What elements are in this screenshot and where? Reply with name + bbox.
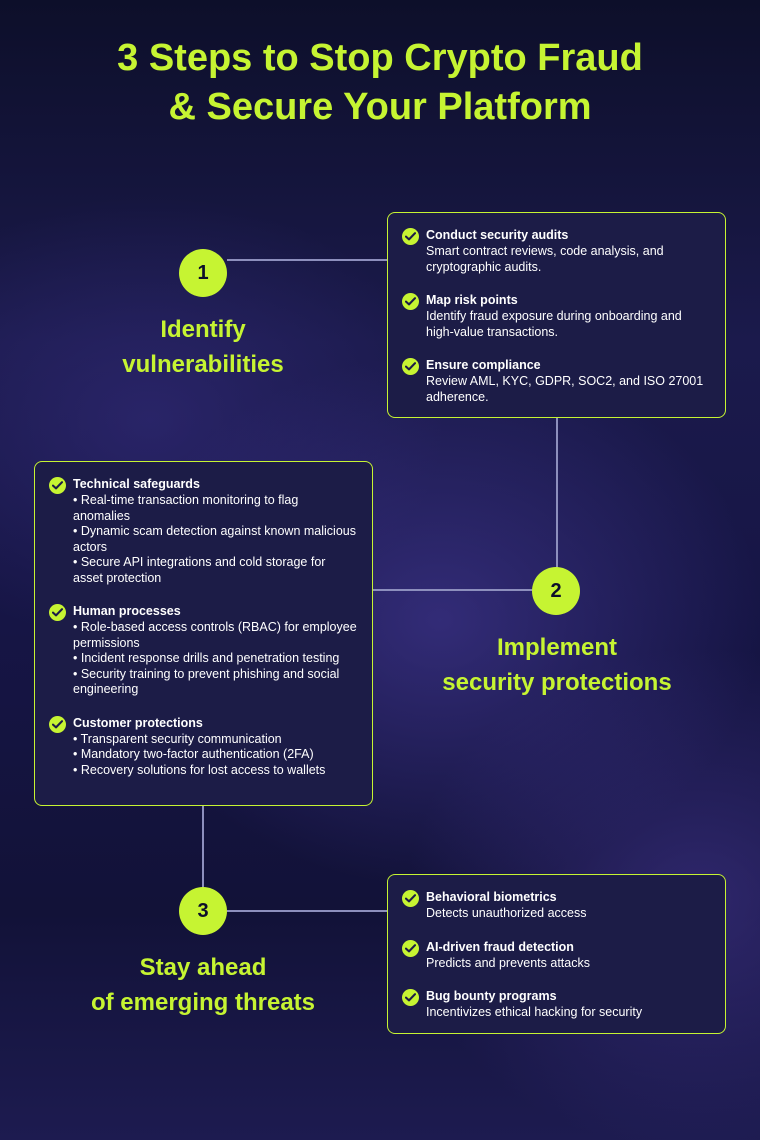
item-title: Bug bounty programs [426,989,557,1003]
step-number-badge: 2 [532,567,580,615]
list-item: AI-driven fraud detection Predicts and p… [402,939,711,972]
step-2-card: Technical safeguards • Real-time transac… [34,461,373,806]
list-item: Human processes • Role-based access cont… [49,603,358,698]
connector-card2-step3 [202,805,204,888]
item-description: Identify fraud exposure during onboardin… [426,309,682,339]
bullet-text: • Dynamic scam detection against known m… [73,524,356,554]
step-1-title-line-1: Identify [160,316,246,343]
step-3-card: Behavioral biometrics Detects unauthoriz… [387,874,726,1034]
item-title: AI-driven fraud detection [426,939,574,954]
item-description: Incentivizes ethical hacking for securit… [426,1005,643,1019]
bullet-text: • Recovery solutions for lost access to … [73,762,326,777]
check-circle-icon [402,989,419,1006]
step-1-card: Conduct security audits Smart contract r… [387,212,726,418]
page-title: 3 Steps to Stop Crypto Fraud & Secure Yo… [0,34,760,132]
list-item: Customer protections • Transparent secur… [49,715,358,779]
item-description: Smart contract reviews, code analysis, a… [426,244,664,274]
item-title: Customer protections [73,715,203,730]
item-title: Ensure compliance [426,358,541,372]
check-circle-icon [402,358,419,375]
connector-step2-card [371,589,533,591]
connector-card1-step2 [556,417,558,568]
bullet-text: • Security training to prevent phishing … [73,666,340,697]
item-title: Human processes [73,604,181,618]
step-3-title-line-1: Stay ahead [139,954,267,981]
item-title: Conduct security audits [426,228,569,242]
step-2-title-line-1: Implement [496,634,618,661]
step-2-title: Implement security protections [410,630,704,700]
bullet-text: • Transparent security communication [73,731,282,746]
check-circle-icon [402,890,419,907]
bullet-text: • Role-based access controls (RBAC) for … [73,620,357,650]
check-circle-icon [49,477,66,494]
list-item: Bug bounty programs Incentivizes ethical… [402,988,711,1021]
step-2-title-line-2: security protections [442,669,672,696]
item-title: Map risk points [426,293,518,307]
list-item: Ensure compliance Review AML, KYC, GDPR,… [402,357,711,405]
bullet-text: • Real-time transaction monitoring to fl… [73,493,299,523]
title-line-2: & Secure Your Platform [168,86,592,128]
item-title: Behavioral biometrics [426,890,557,904]
item-title: Technical safeguards [73,477,200,491]
check-circle-icon [402,939,419,957]
connector-step1-card [227,259,388,261]
item-description: Review AML, KYC, GDPR, SOC2, and ISO 270… [426,374,704,404]
check-circle-icon [402,228,419,245]
step-1-title-line-2: vulnerabilities [122,351,284,378]
list-item: Technical safeguards • Real-time transac… [49,476,358,586]
list-item: Behavioral biometrics Detects unauthoriz… [402,889,711,922]
item-description: Detects unauthorized access [426,906,587,920]
step-3-title-line-2: of emerging threats [90,989,316,1016]
step-1-title: Identify vulnerabilities [80,312,326,382]
bullet-text: • Incident response drills and penetrati… [73,651,340,665]
bullet-text: • Mandatory two-factor authentication (2… [73,747,314,761]
check-circle-icon [402,293,419,310]
list-item: Conduct security audits Smart contract r… [402,227,711,275]
list-item: Map risk points Identify fraud exposure … [402,292,711,340]
check-circle-icon [49,604,66,621]
connector-step3-card [227,910,388,912]
title-line-1: 3 Steps to Stop Crypto Fraud [117,37,643,79]
step-number-badge: 3 [179,887,227,935]
step-3-title: Stay ahead of emerging threats [60,950,346,1020]
check-circle-icon [49,715,66,733]
step-number-badge: 1 [179,249,227,297]
bullet-text: • Secure API integrations and cold stora… [73,555,326,585]
item-description: Predicts and prevents attacks [426,955,590,970]
